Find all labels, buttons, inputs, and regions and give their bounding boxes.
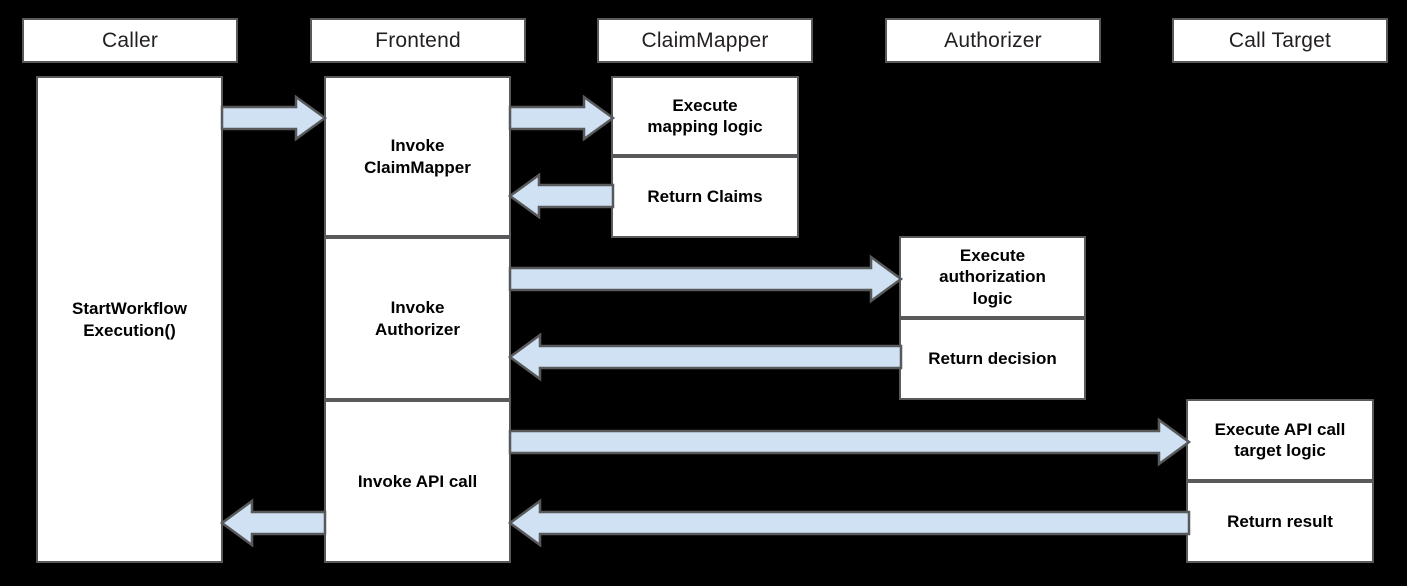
activation-frontend-invoke-api-call: Invoke API call [324, 400, 511, 563]
activation-calltarget-return-result-label: Return result [1227, 512, 1333, 532]
activation-calltarget-execute-api-target-label: Execute API call target logic [1214, 419, 1346, 460]
lifeline-header-calltarget-label: Call Target [1228, 28, 1332, 52]
activation-claimmapper-return-claims-label: Return Claims [647, 187, 763, 207]
activation-caller-start-workflow: StartWorkflow Execution() [36, 76, 223, 563]
lifeline-header-claimmapper: ClaimMapper [597, 18, 813, 63]
lifeline-header-authorizer: Authorizer [885, 18, 1101, 63]
activation-frontend-invoke-authorizer: Invoke Authorizer [324, 237, 511, 400]
lifeline-header-authorizer-label: Authorizer [944, 28, 1042, 52]
lifeline-header-claimmapper-label: ClaimMapper [641, 28, 769, 52]
lifeline-header-frontend-label: Frontend [375, 28, 461, 52]
activation-authorizer-execute-authorization-label: Execute authorization logic [939, 246, 1046, 308]
activation-authorizer-execute-authorization: Execute authorization logic [899, 236, 1086, 318]
message-arrow-caller-to-frontend [220, 94, 328, 142]
lifeline-header-caller: Caller [22, 18, 238, 63]
activation-authorizer-return-decision: Return decision [899, 318, 1086, 400]
lifeline-header-caller-label: Caller [101, 28, 159, 52]
message-arrow-frontend-to-caller [219, 498, 327, 548]
activation-claimmapper-execute-mapping: Execute mapping logic [611, 76, 799, 156]
activation-claimmapper-execute-mapping-label: Execute mapping logic [647, 95, 763, 136]
activation-authorizer-return-decision-label: Return decision [928, 349, 1057, 369]
activation-claimmapper-return-claims: Return Claims [611, 156, 799, 238]
message-arrow-frontend-to-claimmapper [508, 94, 616, 142]
message-arrow-claimmapper-to-frontend [507, 172, 615, 220]
message-arrow-frontend-to-authorizer [508, 254, 904, 304]
activation-caller-start-workflow-label: StartWorkflow Execution() [72, 299, 187, 340]
activation-frontend-invoke-api-call-label: Invoke API call [357, 471, 478, 491]
activation-frontend-invoke-authorizer-label: Invoke Authorizer [375, 298, 460, 339]
lifeline-header-calltarget: Call Target [1172, 18, 1388, 63]
message-arrow-calltarget-to-frontend [507, 498, 1191, 548]
activation-frontend-invoke-claimmapper: Invoke ClaimMapper [324, 76, 511, 237]
message-arrow-frontend-to-calltarget [508, 417, 1192, 467]
lifeline-header-frontend: Frontend [310, 18, 526, 63]
activation-calltarget-return-result: Return result [1186, 481, 1374, 563]
activation-calltarget-execute-api-target: Execute API call target logic [1186, 399, 1374, 481]
activation-frontend-invoke-claimmapper-label: Invoke ClaimMapper [364, 136, 471, 177]
message-arrow-authorizer-to-frontend [507, 332, 903, 382]
